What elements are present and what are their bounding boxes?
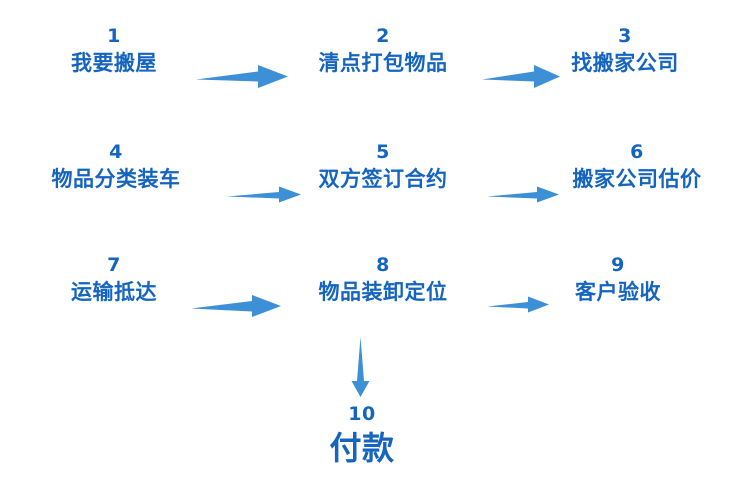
arrow-8-to-10-down <box>348 337 374 397</box>
flow-node-6[interactable]: 6 搬家公司估价 <box>573 140 702 194</box>
flow-node-2[interactable]: 2 清点打包物品 <box>319 24 448 78</box>
flow-node-2-number: 2 <box>376 25 390 47</box>
flow-node-6-number: 6 <box>630 141 644 163</box>
arrow-5-to-6 <box>487 184 559 206</box>
flow-node-3-label: 找搬家公司 <box>571 51 679 75</box>
flow-node-1-label: 我要搬屋 <box>71 51 157 75</box>
flow-node-3-number: 3 <box>618 25 632 47</box>
flow-node-10-label: 付款 <box>329 429 395 467</box>
flow-node-10[interactable]: 10 付款 <box>329 402 394 470</box>
flow-node-2-label: 清点打包物品 <box>318 51 448 75</box>
flow-node-4-label: 物品分类装车 <box>51 167 181 191</box>
flow-node-9-number: 9 <box>611 254 625 276</box>
arrow-4-to-5 <box>227 184 301 206</box>
flow-node-5-number: 5 <box>376 141 390 163</box>
flow-node-9[interactable]: 9 客户验收 <box>575 253 661 307</box>
flow-node-5-label: 双方签订合约 <box>318 167 448 191</box>
arrow-2-to-3 <box>482 62 560 92</box>
flow-node-6-label: 搬家公司估价 <box>572 167 702 191</box>
flow-node-4[interactable]: 4 物品分类装车 <box>52 140 181 194</box>
flow-node-9-label: 客户验收 <box>575 280 661 304</box>
flow-node-1-number: 1 <box>107 25 121 47</box>
flow-node-8-label: 物品装卸定位 <box>318 280 448 304</box>
arrow-8-to-9 <box>487 294 549 316</box>
flow-node-7-label: 运输抵达 <box>71 280 157 304</box>
flow-node-8-number: 8 <box>376 254 390 276</box>
flow-node-5[interactable]: 5 双方签订合约 <box>319 140 448 194</box>
flow-node-7-number: 7 <box>107 254 121 276</box>
arrow-1-to-2 <box>196 62 288 92</box>
arrow-7-to-8 <box>191 292 281 320</box>
flow-node-3[interactable]: 3 找搬家公司 <box>571 24 679 78</box>
flow-node-1[interactable]: 1 我要搬屋 <box>71 24 157 78</box>
flow-node-8[interactable]: 8 物品装卸定位 <box>319 253 448 307</box>
flow-node-7[interactable]: 7 运输抵达 <box>71 253 157 307</box>
flow-node-4-number: 4 <box>109 141 123 163</box>
flow-node-10-number: 10 <box>348 403 376 425</box>
